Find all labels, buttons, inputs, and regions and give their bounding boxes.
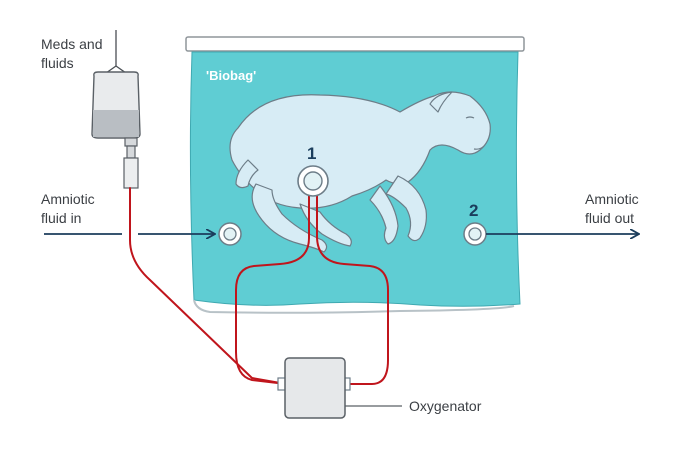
blood-tubing	[129, 187, 389, 385]
port-1-umbilical	[297, 165, 329, 197]
oxygenator-box	[284, 357, 346, 419]
oxygenator	[277, 357, 402, 419]
biobag-bottom-edge	[193, 299, 515, 314]
port-2-number: 2	[469, 201, 479, 220]
oxygenator-label: Oxygenator	[409, 398, 482, 414]
amniotic-in-label-line2: fluid in	[41, 210, 82, 226]
port-2-amniotic-outlet	[463, 222, 487, 246]
amniotic-inlet-port	[218, 222, 242, 246]
meds-line-tube	[129, 187, 287, 385]
biobag-hanger-bar	[185, 36, 525, 52]
lamb-illustration	[229, 91, 491, 253]
meds-label-line2: fluids	[41, 55, 74, 71]
iv-bag-liquid	[93, 110, 139, 137]
port-1-number: 1	[307, 144, 317, 163]
meds-label-line1: Meds and	[41, 36, 103, 52]
drip-chamber	[123, 157, 139, 189]
amniotic-in-label-line1: Amniotic	[41, 191, 95, 207]
arterial-tube	[235, 191, 310, 385]
amniotic-out-label-line2: fluid out	[585, 210, 635, 226]
venous-tube	[316, 191, 389, 385]
amniotic-out-label-line1: Amniotic	[585, 191, 639, 207]
biobag-label: 'Biobag'	[206, 68, 257, 83]
